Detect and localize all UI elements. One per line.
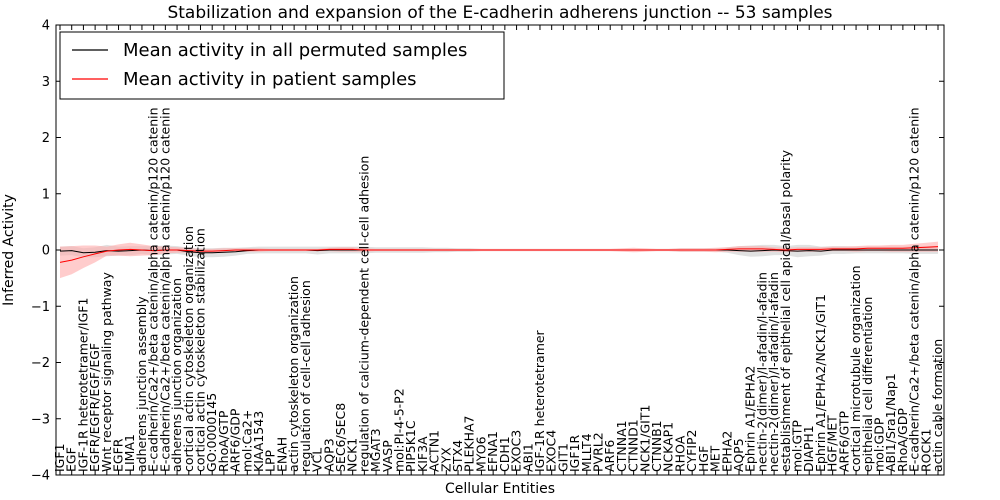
x-tick-label: cortical microtubule organization: [848, 265, 863, 472]
x-axis-title: Cellular Entities: [445, 481, 555, 497]
x-tick-label: actin cable formation: [930, 339, 945, 472]
x-tick-label: GO:0000145: [204, 393, 219, 472]
x-tick-label: ACTN1: [427, 430, 442, 472]
x-tick-label: ABI1: [520, 443, 535, 472]
x-tick-label: mol:PI-4-5-P2: [392, 388, 407, 472]
x-tick-label: EFNA1: [485, 431, 500, 472]
x-tick-label: regulation of cell-cell adhesion: [298, 280, 313, 472]
x-tick-label: EGFR/EGFR/EGF/EGF: [87, 343, 102, 472]
x-tick-label: ROCK1: [918, 429, 933, 472]
x-tick-label: SEC6/SEC8: [333, 403, 348, 472]
x-tick-label: KIAA1543: [251, 411, 266, 472]
y-tick-label: −1: [31, 300, 50, 315]
y-tick-label: −2: [31, 356, 50, 371]
x-tick-label: cortical actin cytoskeleton stabilizatio…: [193, 228, 208, 472]
x-tick-label: RhoA/GDP: [895, 408, 910, 472]
x-tick-label: EGF: [64, 447, 79, 472]
x-tick-label: PVRL2: [591, 432, 606, 472]
x-tick-label: Wnt receptor signaling pathway: [99, 272, 114, 472]
x-tick-label: cortical actin cytoskeleton organization: [181, 226, 196, 472]
x-tick-label: adherens junction assembly: [134, 296, 149, 472]
x-tick-label: RhoA/GTP: [216, 410, 231, 472]
x-tick-label: regulation of calcium-dependent cell-cel…: [356, 156, 371, 472]
x-tick-label: HGF: [696, 446, 711, 472]
x-tick-label: EXOC3: [509, 430, 524, 472]
x-tick-label: ENAH: [274, 437, 289, 472]
x-tick-label: EXOC4: [544, 430, 559, 472]
x-tick-label: STX4: [450, 440, 465, 472]
x-tick-label: Ephrin A1/EPHA2: [743, 366, 758, 472]
x-tick-label: IGF-1R heterotetramer/IGF1: [75, 298, 90, 472]
x-tick-label: CYFIP2: [684, 429, 699, 472]
x-tick-label: Ephrin A1/EPHA2/NCK1/GIT1: [813, 294, 828, 472]
x-tick-label: KIF3A: [415, 436, 430, 472]
x-tick-label: E-cadherin/Ca2+/beta catenin/alpha caten…: [907, 107, 922, 472]
y-axis-ticks: −4 −3 −2 −1 0 1 2 3 4: [31, 19, 944, 484]
series-band-1: [60, 241, 938, 279]
x-tick-label: NCKAP1: [661, 422, 676, 472]
y-tick-label: −3: [31, 412, 50, 427]
x-tick-label: AQP5: [731, 438, 746, 472]
x-tick-label: ABI1/Sra1/Nap1: [883, 373, 898, 472]
x-tick-label: mol:GDP: [872, 417, 887, 472]
x-tick-label: MYO6: [473, 436, 488, 472]
x-tick-label: CDH1: [497, 436, 512, 472]
x-tick-label: VASP: [380, 440, 395, 472]
x-tick-label: ARF6: [602, 440, 617, 472]
x-tick-label: actin cytoskeleton organization: [286, 276, 301, 472]
x-tick-label: ZYX: [438, 447, 453, 472]
legend-box: [59, 31, 505, 100]
legend-label-patient: Mean activity in patient samples: [123, 69, 417, 90]
y-tick-label: −4: [31, 469, 50, 484]
x-tick-label: IGF1R: [567, 434, 582, 472]
x-tick-label: adherens junction organization: [169, 278, 184, 472]
x-tick-label: MGAT3: [368, 428, 383, 472]
y-tick-label: 1: [42, 187, 50, 202]
legend: Mean activity in all permuted samples Me…: [59, 31, 505, 100]
x-tick-label: IGF-1R heterotetramer: [532, 329, 547, 472]
x-tick-label: RHOA: [673, 435, 688, 472]
x-tick-label: DIAPH1: [801, 425, 816, 472]
x-tick-label: PLEKHA7: [462, 415, 477, 472]
x-tick-label: NCK1: [345, 438, 360, 472]
x-tick-label: NCK1/GIT1: [637, 405, 652, 472]
plot-frame: [55, 24, 945, 476]
x-tick-label: mol:Ca2+: [239, 410, 254, 472]
x-tick-label: establishment of epithelial cell apical/…: [778, 149, 793, 472]
chart-title: Stabilization and expansion of the E-cad…: [167, 3, 832, 23]
x-tick-label: AQP3: [321, 438, 336, 472]
x-tick-label: nectin-2(dimer)/l-afadin/l-afadin: [766, 272, 781, 472]
x-tick-label: EPHA2: [719, 431, 734, 472]
series-line-1: [59, 246, 939, 263]
x-tick-label: HGF/MET: [825, 415, 840, 472]
x-tick-label: LIMA1: [122, 434, 137, 472]
x-tick-label: ARF6/GTP: [836, 411, 851, 472]
x-tick-label: nectin-2(dimer)/l-afadin/l-afadin: [754, 272, 769, 472]
y-axis-title: Inferred Activity: [1, 194, 17, 306]
x-tick-label: MET: [708, 445, 723, 472]
x-tick-label: CTNNB1: [649, 420, 664, 472]
y-tick-label: 3: [42, 75, 50, 90]
x-tick-label: CTNND1: [626, 419, 641, 472]
y-tick-label: 4: [42, 19, 50, 34]
plot-area: [59, 241, 939, 279]
x-tick-label: mol:GTP: [790, 420, 805, 472]
x-tick-label: VCL: [310, 448, 325, 472]
legend-label-permuted: Mean activity in all permuted samples: [123, 40, 467, 61]
x-tick-label: ARF6/GDP: [228, 408, 243, 472]
y-tick-label: 0: [42, 244, 50, 259]
x-tick-label: PIP5K1C: [403, 420, 418, 472]
x-tick-label: E-cadherin/Ca2+/beta catenin/alpha caten…: [146, 107, 161, 472]
x-tick-label: epithelial cell differentiation: [860, 297, 875, 472]
x-tick-label: GIT1: [555, 443, 570, 472]
x-tick-label: E-cadherin/Ca2+/beta catenin/alpha caten…: [157, 107, 172, 472]
x-tick-label: CTNNA1: [614, 420, 629, 472]
x-tick-label: EGFR: [111, 438, 126, 472]
x-tick-label: LPP: [263, 449, 278, 472]
x-tick-label: MLLT4: [579, 433, 594, 472]
y-tick-label: 2: [42, 131, 50, 146]
